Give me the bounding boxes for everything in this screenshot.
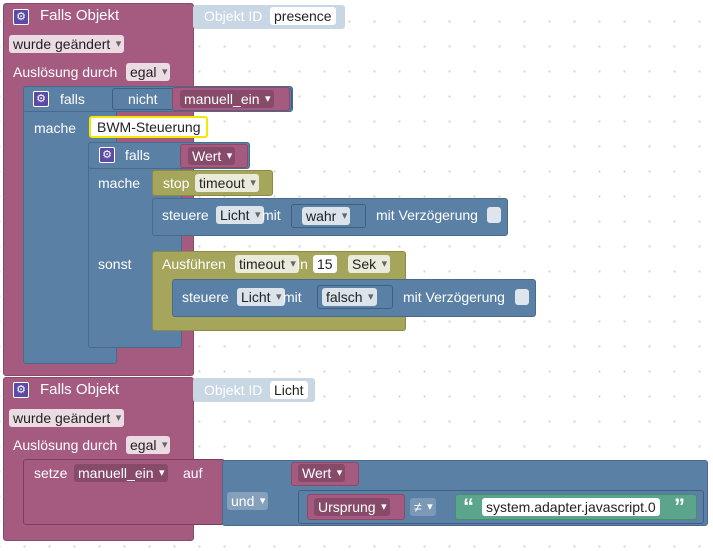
event-title: Falls Objekt xyxy=(40,7,120,24)
delay-label: mit Verzögerung xyxy=(403,289,505,305)
change-dropdown[interactable]: wurde geändert xyxy=(9,409,125,427)
inner-do-label: mache xyxy=(98,175,141,191)
delay-value-field[interactable]: 15 xyxy=(313,255,337,273)
set-label: setze xyxy=(34,465,68,481)
exec-timeout-dropdown[interactable]: timeout xyxy=(235,255,299,273)
quote-open-icon: “ xyxy=(463,494,474,519)
control-label: steuere xyxy=(182,289,229,305)
operator-dropdown[interactable]: ≠ xyxy=(410,498,436,516)
trigger-dropdown[interactable]: egal xyxy=(126,436,171,454)
unit-dropdown[interactable]: Sek xyxy=(348,255,391,273)
and-dropdown[interactable]: und xyxy=(227,492,269,510)
inner-if-label: falls xyxy=(125,147,150,163)
light-dropdown[interactable]: Licht xyxy=(216,206,264,224)
gear-icon[interactable]: ⚙ xyxy=(13,382,29,398)
stop-timeout-dropdown[interactable]: timeout xyxy=(195,174,259,192)
gear-icon[interactable]: ⚙ xyxy=(33,91,49,107)
with-label: mit xyxy=(283,289,302,305)
gear-icon[interactable]: ⚙ xyxy=(99,147,115,163)
else-label: sonst xyxy=(98,256,132,272)
exec-label: Ausführen xyxy=(162,256,226,272)
gear-icon[interactable]: ⚙ xyxy=(13,9,29,25)
delay-label: mit Verzögerung xyxy=(376,207,478,223)
event-title: Falls Objekt xyxy=(40,381,120,398)
comment-block[interactable]: BWM-Steuerung xyxy=(89,116,209,138)
trigger-dropdown[interactable]: egal xyxy=(126,63,171,81)
trigger-label: Auslösung durch xyxy=(13,437,118,453)
control-label: steuere xyxy=(162,207,209,223)
boolean-dropdown-wahr[interactable]: wahr xyxy=(302,207,351,225)
boolean-dropdown-falsch[interactable]: falsch xyxy=(322,288,377,306)
light-dropdown[interactable]: Licht xyxy=(237,288,285,306)
not-label: nicht xyxy=(128,91,158,107)
with-label: mit xyxy=(262,207,281,223)
variable-dropdown-wert[interactable]: Wert xyxy=(298,464,346,482)
checkbox-icon[interactable] xyxy=(487,207,501,223)
if-label: falls xyxy=(60,91,85,107)
variable-dropdown-manual[interactable]: manuell_ein xyxy=(180,90,274,108)
stop-label: stop xyxy=(163,175,190,191)
checkbox-icon[interactable] xyxy=(515,289,529,305)
object-id-label: Objekt ID xyxy=(204,382,263,398)
change-dropdown[interactable]: wurde geändert xyxy=(9,35,125,53)
to-label: auf xyxy=(183,465,203,481)
string-value-field[interactable]: system.adapter.javascript.0 xyxy=(482,498,660,516)
trigger-label: Auslösung durch xyxy=(13,64,118,80)
in-label: in xyxy=(297,256,308,272)
do-label: mache xyxy=(34,120,77,136)
source-dropdown[interactable]: Ursprung xyxy=(314,498,390,516)
variable-dropdown-wert[interactable]: Wert xyxy=(188,147,236,165)
object-id-label: Objekt ID xyxy=(204,8,263,24)
object-id-field[interactable]: Licht xyxy=(270,381,308,399)
quote-close-icon: ” xyxy=(674,494,685,519)
variable-dropdown-manual[interactable]: manuell_ein xyxy=(74,464,168,482)
object-id-field[interactable]: presence xyxy=(270,7,336,25)
